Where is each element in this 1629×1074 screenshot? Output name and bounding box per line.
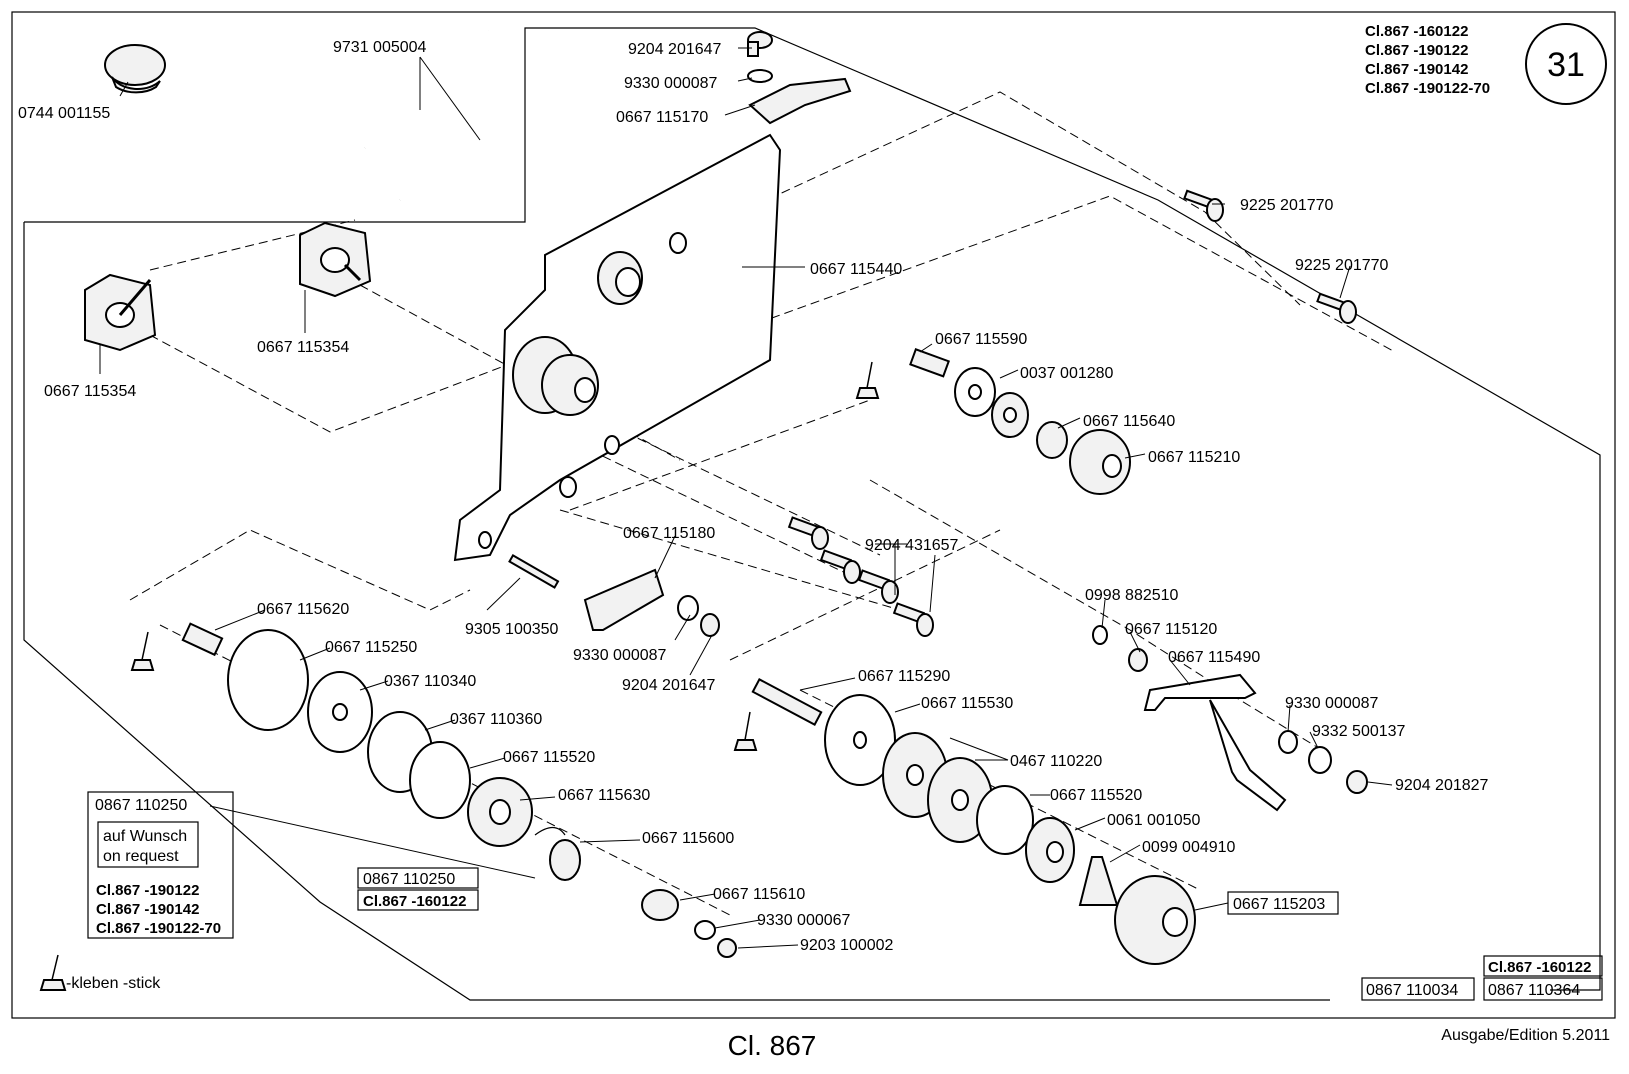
part-label: 9330 000087	[624, 75, 718, 92]
part-label: 0998 882510	[1085, 587, 1179, 604]
screw-9225-a	[1183, 189, 1224, 222]
thread-guide-part	[583, 568, 665, 631]
part-label: 0037 001280	[1020, 365, 1114, 382]
screw-mid	[700, 613, 720, 637]
part-label: 0744 001155	[18, 105, 110, 122]
part-label: 0367 110360	[450, 711, 542, 728]
mounting-flange-left	[84, 273, 157, 352]
page-number-badge: 31	[1525, 23, 1607, 105]
part-label: 0667 115520	[1050, 787, 1142, 804]
svg-text:Cl.867 -190122: Cl.867 -190122	[96, 882, 199, 899]
cap-part	[104, 44, 166, 94]
svg-text:0867 110364: 0867 110364	[1488, 982, 1580, 999]
part-label: 0667 115354	[257, 339, 349, 356]
part-label: 0367 110340	[384, 673, 476, 690]
part-label: 9204 201647	[622, 677, 716, 694]
part-label: 9225 201770	[1240, 197, 1334, 214]
part-label: 9731 005004	[333, 39, 427, 56]
boxed-part-label: 0867 110250 Cl.867 -160122	[357, 867, 479, 911]
top-screw	[747, 31, 773, 57]
svg-text:on request: on request	[103, 848, 179, 865]
edition-text: Ausgabe/Edition 5.2011	[1441, 1027, 1610, 1044]
part-label: 9305 100350	[465, 621, 559, 638]
svg-text:Cl.867 -190122-70: Cl.867 -190122-70	[96, 920, 221, 937]
screws-9204-431657	[787, 516, 934, 637]
part-label: 0667 115290	[858, 668, 950, 685]
part-label: 0667 115640	[1083, 413, 1175, 430]
part-label: 0667 115440	[810, 261, 902, 278]
part-label: 9330 000067	[757, 912, 851, 929]
part-label: 0667 115530	[921, 695, 1013, 712]
mounted-tension-upper	[597, 251, 643, 305]
part-label: 9204 201827	[1395, 777, 1489, 794]
svg-text:Cl.867 -190122: Cl.867 -190122	[1365, 42, 1468, 59]
svg-text:-kleben -stick: -kleben -stick	[66, 975, 161, 992]
part-label: 0667 115170	[616, 109, 708, 126]
upper-right-tension-stack	[909, 348, 1131, 495]
part-label: 0667 115520	[503, 749, 595, 766]
part-label: 0667 115250	[325, 639, 417, 656]
right-lower-stack	[751, 678, 1196, 965]
mounting-flange-right	[299, 221, 372, 298]
svg-text:Cl.867 -190142: Cl.867 -190142	[1365, 61, 1468, 78]
part-label: 0467 110220	[1010, 753, 1102, 770]
svg-text:auf Wunsch: auf Wunsch	[103, 828, 187, 845]
class-list: Cl.867 -160122 Cl.867 -190122 Cl.867 -19…	[1365, 23, 1490, 97]
svg-text:Cl.867 -190142: Cl.867 -190142	[96, 901, 199, 918]
part-label: 9330 000087	[1285, 695, 1379, 712]
right-lever-assembly	[1092, 625, 1368, 812]
part-label: 9330 000087	[573, 647, 667, 664]
pin-part	[508, 554, 560, 589]
screw-9225-b	[1316, 292, 1357, 324]
part-label: 0667 115354	[44, 383, 136, 400]
top-washer	[747, 69, 773, 83]
part-label: 9204 431657	[865, 537, 959, 554]
thread-guide-rods	[363, 29, 508, 203]
part-label: 9332 500137	[1312, 723, 1406, 740]
part-label: 0667 115600	[642, 830, 734, 847]
drawing-frame	[11, 11, 1616, 1019]
part-labels: 0744 001155 9731 005004 0667 115354 0667…	[18, 39, 1489, 954]
glue-symbol-1	[855, 361, 880, 399]
glue-symbol-2	[130, 631, 155, 671]
part-label: 0099 004910	[1142, 839, 1236, 856]
part-label: 9204 201647	[628, 41, 722, 58]
part-label: 0667 115590	[935, 331, 1027, 348]
part-label: 0667 115490	[1168, 649, 1260, 666]
part-label: 0667 115120	[1125, 621, 1217, 638]
tension-mounting-plate	[453, 133, 782, 562]
svg-text:0667 115203: 0667 115203	[1233, 896, 1325, 913]
svg-text:Cl.867 -160122: Cl.867 -160122	[1488, 959, 1591, 976]
svg-text:Cl.867 -190122-70: Cl.867 -190122-70	[1365, 80, 1490, 97]
svg-text:0867 110250: 0867 110250	[363, 871, 455, 888]
svg-text:31: 31	[1547, 46, 1585, 84]
note-box: 0867 110250 auf Wunsch on request Cl.867…	[87, 791, 234, 939]
leader-lines	[99, 47, 1393, 949]
svg-text:Cl.867 -160122: Cl.867 -160122	[1365, 23, 1468, 40]
left-lower-stack	[181, 622, 737, 958]
part-label: 9203 100002	[800, 937, 894, 954]
part-label: 0667 115630	[558, 787, 650, 804]
svg-text:Cl.867 -160122: Cl.867 -160122	[363, 893, 466, 910]
svg-text:0867 110034: 0867 110034	[1366, 982, 1458, 999]
mounted-tension-lower	[512, 336, 599, 416]
part-label: 0667 115610	[713, 886, 805, 903]
top-bracket	[748, 77, 852, 125]
part-label: 0667 115620	[257, 601, 349, 618]
part-label: 0061 001050	[1107, 812, 1201, 829]
part-label: 9225 201770	[1295, 257, 1389, 274]
bottom-right-boxes: Cl.867 -160122 0867 110034 0867 110364	[1361, 955, 1603, 1001]
footer-title: Cl. 867	[728, 1030, 817, 1061]
part-label: 0667 115210	[1148, 449, 1240, 466]
boxed-knob-label: 0667 115203	[1227, 891, 1339, 915]
glue-symbol-3	[733, 711, 758, 751]
legend: -kleben -stick	[39, 954, 161, 992]
part-label: 0667 115180	[623, 525, 715, 542]
washer-mid	[677, 595, 699, 621]
svg-text:0867 110250: 0867 110250	[95, 797, 187, 814]
assembly-outline	[23, 27, 1601, 1001]
